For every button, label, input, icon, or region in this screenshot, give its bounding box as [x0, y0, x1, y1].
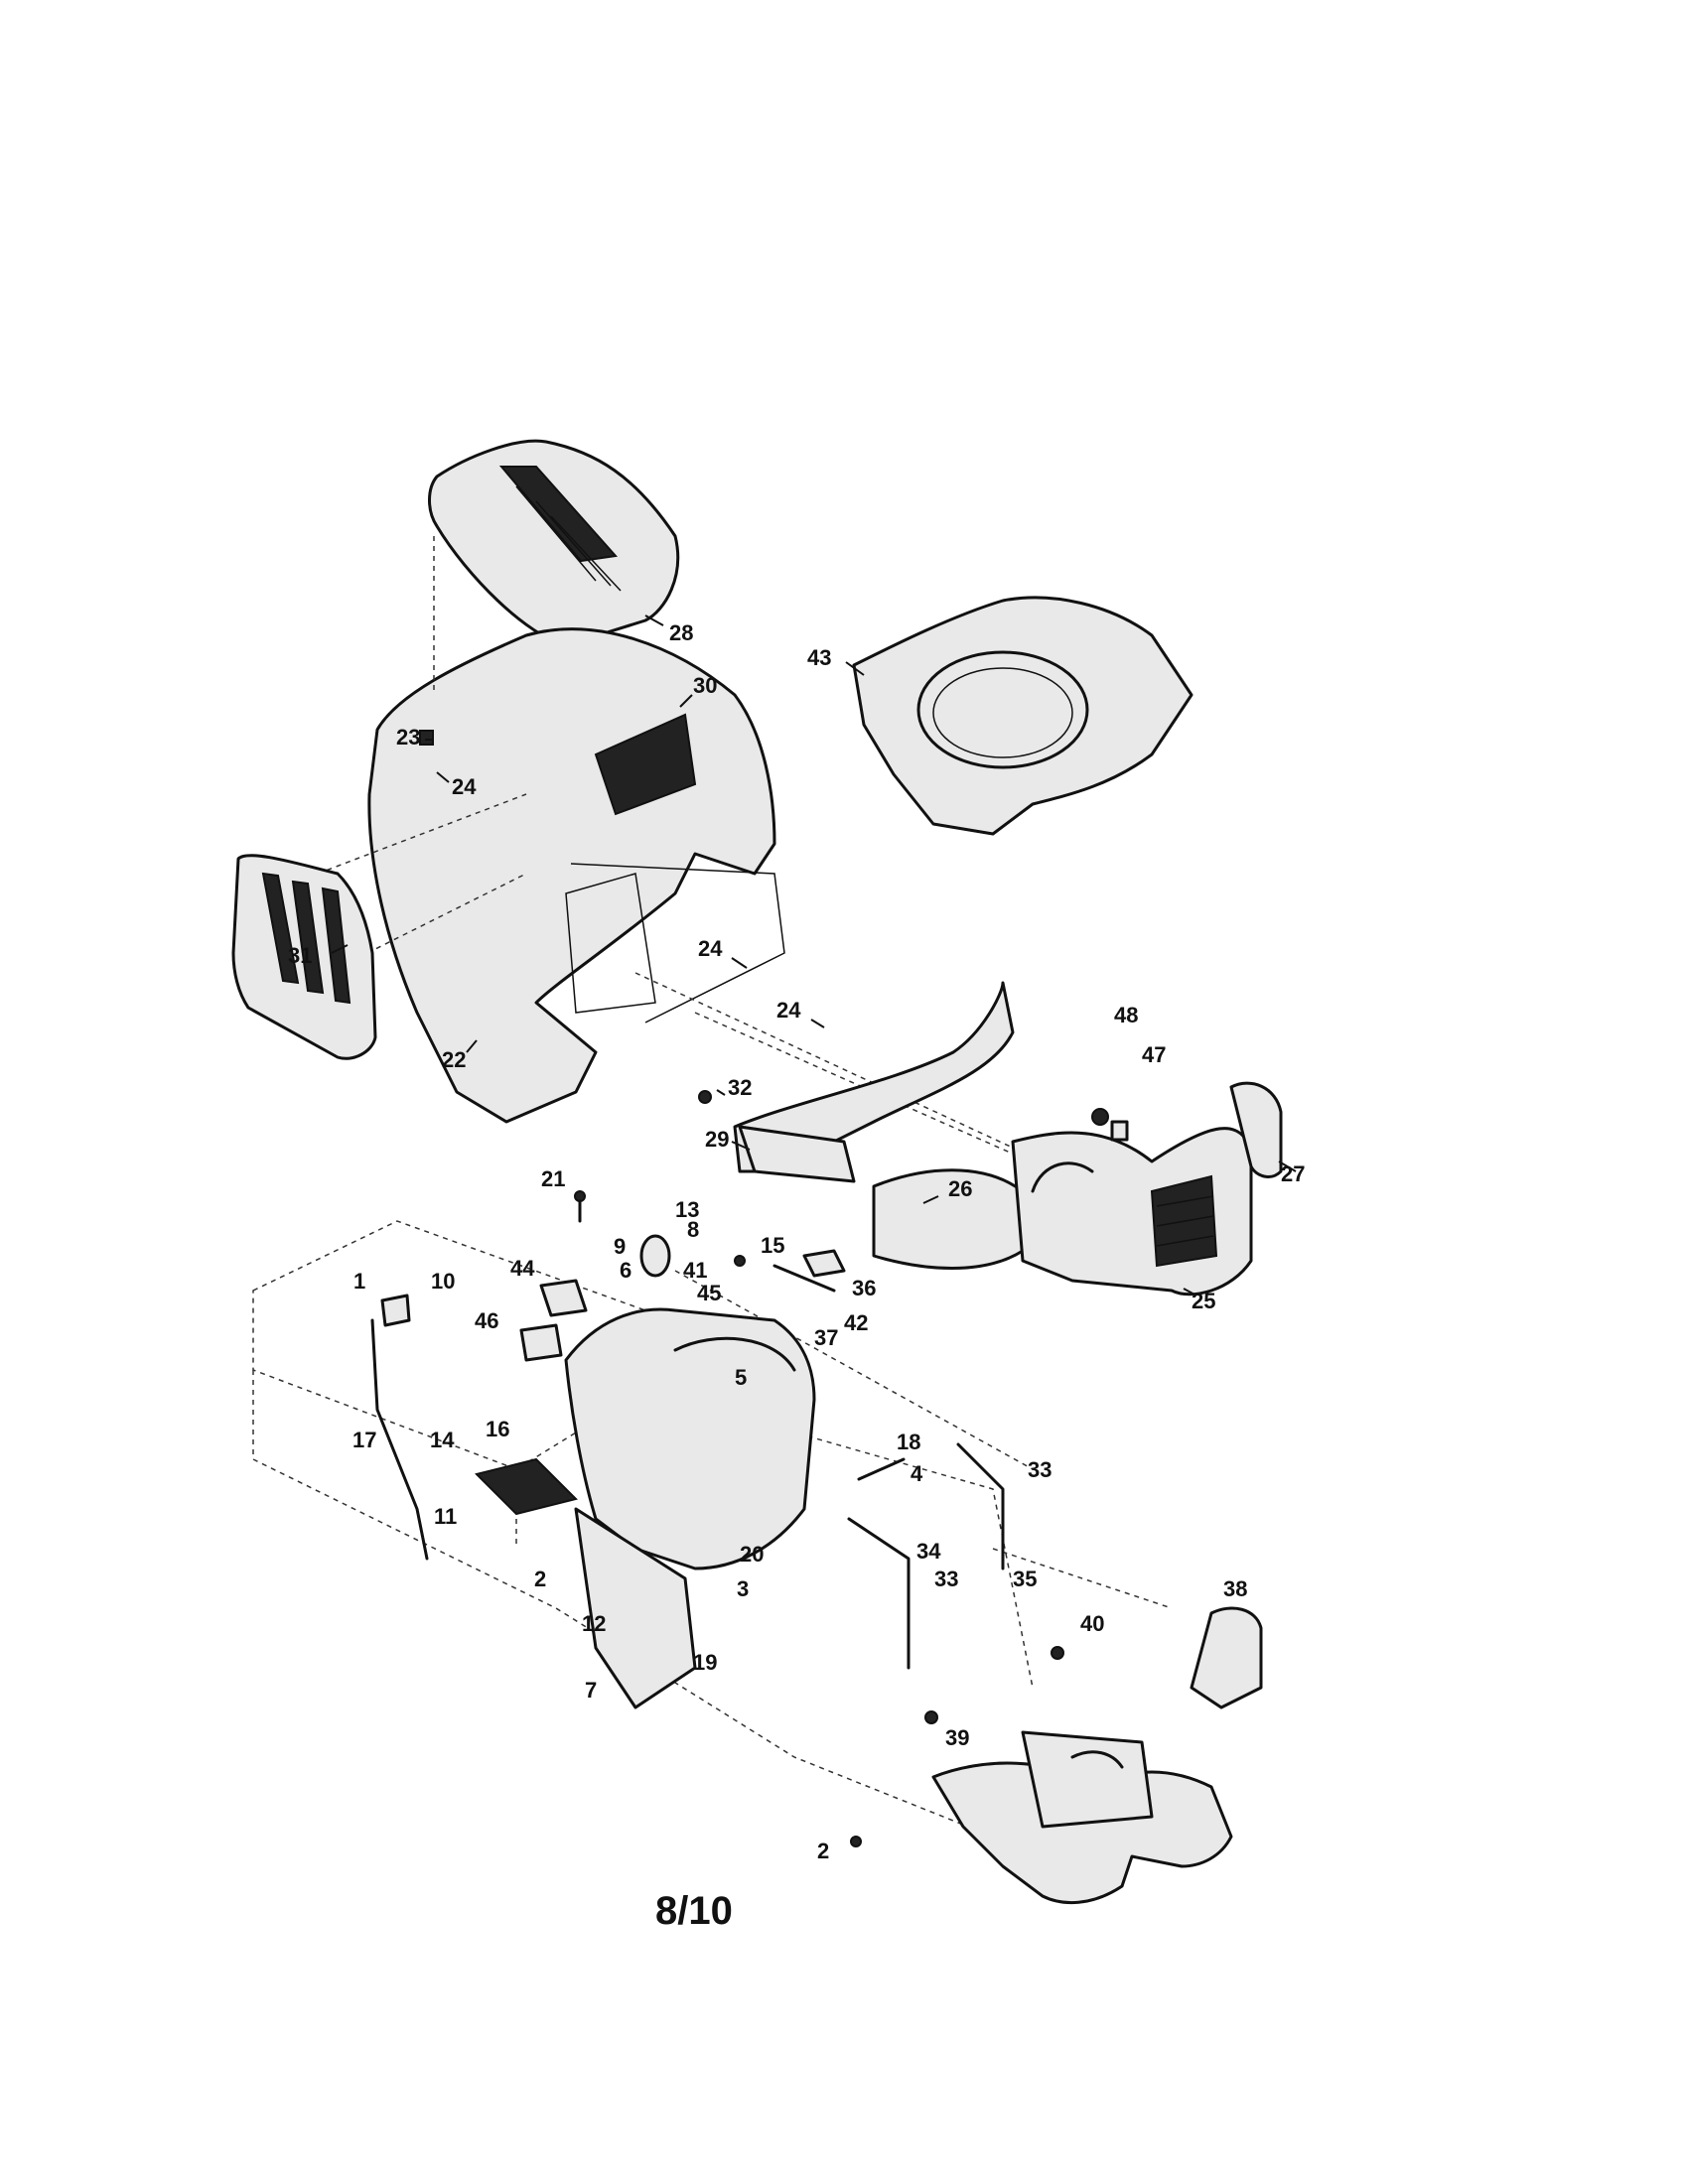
callout-2-lower: 2 [817, 1839, 829, 1863]
callout-24-lower: 24 [776, 998, 801, 1023]
callout-12: 12 [582, 1611, 606, 1636]
part-23-clip [419, 730, 434, 746]
callout-3: 3 [737, 1576, 749, 1601]
callout-47: 47 [1142, 1042, 1166, 1067]
callout-14: 14 [430, 1428, 455, 1452]
callout-46: 46 [475, 1308, 498, 1333]
part-46-plug [519, 1323, 563, 1362]
callout-37: 37 [814, 1325, 838, 1350]
part-2-bolt [850, 1836, 862, 1847]
callout-16: 16 [486, 1417, 509, 1441]
part-1-bracket [380, 1294, 411, 1327]
callout-13: 13 [675, 1197, 699, 1222]
callout-5: 5 [735, 1365, 747, 1390]
part-25-front-grille [1011, 1127, 1253, 1297]
callout-labels: 28 30 23 24 31 22 24 24 32 29 43 48 47 2… [288, 620, 1305, 1863]
callout-4: 4 [911, 1461, 923, 1486]
callout-25: 25 [1192, 1289, 1215, 1313]
callout-38: 38 [1223, 1576, 1247, 1601]
part-38-front-bumper [931, 1606, 1263, 1905]
hardware-items [370, 730, 1129, 1847]
callout-10: 10 [431, 1269, 455, 1294]
callout-45: 45 [697, 1281, 721, 1305]
callout-31: 31 [288, 943, 312, 968]
part-29-front-panel [733, 981, 1015, 1183]
callout-36: 36 [852, 1276, 876, 1300]
callout-39: 39 [945, 1725, 969, 1750]
callout-26: 26 [948, 1176, 972, 1201]
part-31-side-grille [231, 854, 377, 1060]
page-number: 8/10 [655, 1889, 733, 1933]
callout-24-upper: 24 [452, 774, 477, 799]
part-47-bolt [1110, 1120, 1129, 1142]
part-34-rod [847, 1517, 911, 1670]
callout-40: 40 [1080, 1611, 1104, 1636]
callout-30: 30 [693, 673, 717, 698]
part-16-footrest [475, 1457, 578, 1516]
part-44-switch [539, 1279, 588, 1317]
part-15-screw [734, 1255, 746, 1267]
callout-21: 21 [541, 1166, 565, 1191]
part-22-hood-shell [367, 627, 785, 1124]
part-42-rod [772, 1264, 836, 1293]
part-5-dash-console [564, 1307, 816, 1709]
callout-43: 43 [807, 645, 831, 670]
callout-20: 20 [740, 1542, 764, 1567]
part-33-rod [956, 1442, 1005, 1570]
callout-42: 42 [844, 1310, 868, 1335]
part-13-knob [639, 1234, 671, 1278]
callout-2-middle: 2 [534, 1567, 546, 1591]
callout-44: 44 [510, 1256, 535, 1281]
callout-1: 1 [353, 1269, 365, 1294]
callout-34: 34 [916, 1539, 941, 1564]
callout-leaders [331, 614, 1297, 1297]
callout-33-upper: 33 [1028, 1457, 1052, 1482]
callout-15: 15 [761, 1233, 784, 1258]
callout-28: 28 [669, 620, 693, 645]
callout-18: 18 [897, 1430, 920, 1454]
callout-35: 35 [1013, 1567, 1037, 1591]
callout-27: 27 [1281, 1161, 1305, 1186]
callout-48: 48 [1114, 1003, 1138, 1027]
part-48-nut [1091, 1108, 1109, 1126]
callout-6: 6 [620, 1258, 632, 1283]
part-39-bolt [924, 1710, 938, 1724]
callout-29: 29 [705, 1127, 729, 1152]
part-40-bolt [1051, 1646, 1064, 1660]
part-27-bezel [1229, 1081, 1283, 1178]
part-32-screw [698, 1090, 712, 1104]
callout-24-middle: 24 [698, 936, 723, 961]
callout-33-lower: 33 [934, 1567, 958, 1591]
callout-17: 17 [352, 1428, 376, 1452]
callout-11: 11 [434, 1504, 457, 1529]
part-28-hood-cover [428, 439, 680, 647]
callout-23: 23 [396, 725, 420, 750]
callout-41: 41 [683, 1258, 707, 1283]
part-36-latch [802, 1249, 846, 1278]
callout-22: 22 [442, 1047, 466, 1072]
callout-8: 8 [687, 1217, 699, 1242]
part-18-pin [857, 1457, 906, 1481]
part-43-dash-panel [852, 596, 1193, 836]
callout-9: 9 [614, 1234, 626, 1259]
part-17-rod [370, 1318, 429, 1561]
callout-19: 19 [693, 1650, 717, 1675]
callout-32: 32 [728, 1075, 752, 1100]
callout-7: 7 [585, 1678, 597, 1703]
